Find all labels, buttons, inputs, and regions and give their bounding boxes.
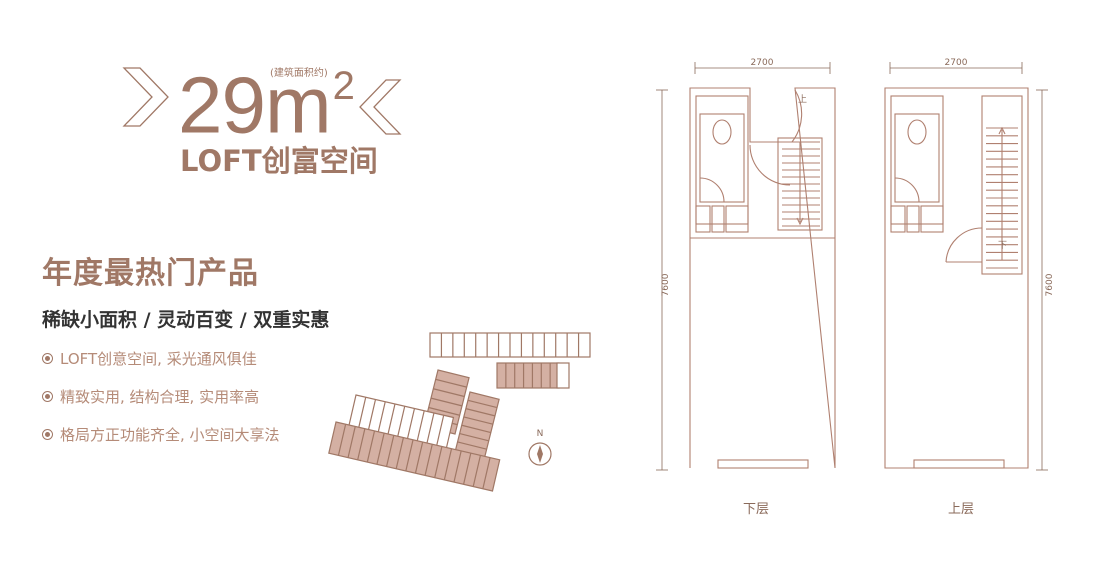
floor-label-lower: 下层: [743, 502, 770, 517]
building-block: [496, 362, 560, 389]
building-block: [454, 391, 500, 459]
stair-label: 下: [998, 241, 1007, 251]
floor-plan-upper: 2700 7600 下: [884, 58, 1055, 471]
area-value: 29m2: [178, 60, 355, 150]
floor-label-upper: 上层: [948, 502, 975, 517]
feature-bullet: 格局方正功能齐全, 小空间大享法: [42, 424, 280, 445]
bullet-icon: [42, 429, 53, 440]
area-note: (建筑面积约): [270, 68, 328, 79]
area-unit-superscript: 2: [332, 64, 355, 108]
loft-subtitle: LOFT创富空间: [180, 144, 378, 178]
bullet-text: 格局方正功能齐全, 小空间大享法: [60, 426, 280, 444]
chevron-right-decoration-icon: [122, 67, 169, 127]
floor-plan-lower: 2700 7600 上: [656, 58, 836, 471]
width-dimension: 2700: [751, 58, 774, 68]
depth-dimension: 7600: [661, 273, 671, 296]
building-block: [556, 362, 570, 389]
depth-dimension: 7600: [1045, 273, 1055, 296]
bullet-text: 精致实用, 结构合理, 实用率高: [60, 388, 260, 406]
features-headline: 稀缺小面积 / 灵动百变 / 双重实惠: [42, 309, 330, 331]
width-dimension: 2700: [945, 58, 968, 68]
chevron-left-decoration-icon: [359, 79, 402, 135]
bullet-icon: [42, 353, 53, 364]
site-plan: N: [328, 332, 591, 492]
feature-bullet: LOFT创意空间, 采光通风俱佳: [42, 348, 257, 369]
north-compass-icon: [528, 442, 552, 466]
feature-bullet: 精致实用, 结构合理, 实用率高: [42, 386, 259, 407]
section-title: 年度最热门产品: [42, 256, 259, 291]
north-label: N: [537, 429, 544, 439]
building-block: [429, 332, 591, 358]
bullet-text: LOFT创意空间, 采光通风俱佳: [60, 350, 257, 368]
stair-label: 上: [798, 94, 807, 105]
bullet-icon: [42, 391, 53, 402]
building-block: [328, 421, 501, 492]
building-block: [348, 394, 455, 450]
